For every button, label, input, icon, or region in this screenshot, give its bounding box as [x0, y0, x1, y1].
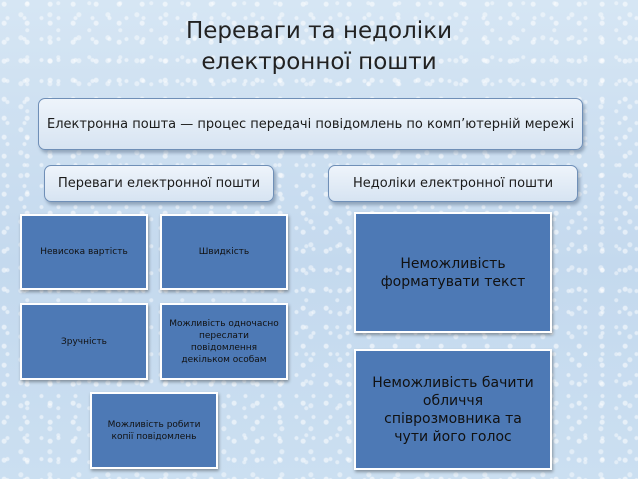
- advantage-mass-send: Можливість одночасно переслати повідомле…: [160, 303, 288, 380]
- advantages-header: Переваги електронної пошти: [44, 165, 274, 202]
- slide-title-line-1: Переваги та недоліки: [185, 18, 453, 44]
- advantage-text: Зручність: [60, 336, 107, 347]
- definition-box: Електронна пошта — процес передачі повід…: [38, 98, 583, 150]
- advantage-text: Можливість робити копії повідомлень: [107, 419, 201, 442]
- advantage-copies: Можливість робити копії повідомлень: [90, 392, 218, 469]
- disadvantages-header: Недоліки електронної пошти: [328, 165, 578, 202]
- disadvantage-no-formatting: Неможливість форматувати текст: [354, 212, 552, 333]
- disadvantages-header-text: Недоліки електронної пошти: [352, 176, 554, 191]
- definition-text: Електронна пошта — процес передачі повід…: [47, 116, 575, 132]
- advantage-speed: Швидкість: [160, 214, 288, 290]
- disadvantage-text: Неможливість бачити обличчя співрозмовни…: [372, 374, 534, 445]
- disadvantage-no-face-voice: Неможливість бачити обличчя співрозмовни…: [354, 349, 552, 470]
- slide-title-line-2: електронної пошти: [201, 49, 437, 75]
- advantages-header-text: Переваги електронної пошти: [57, 176, 261, 191]
- advantage-text: Швидкість: [198, 247, 250, 257]
- advantage-low-cost: Невисока вартість: [20, 214, 148, 290]
- disadvantage-text: Неможливість форматувати текст: [380, 255, 526, 290]
- advantage-text: Невисока вартість: [40, 247, 128, 257]
- slide-title: Переваги та недоліки електронної пошти: [0, 16, 638, 78]
- advantage-convenience: Зручність: [20, 303, 148, 380]
- advantage-text: Можливість одночасно переслати повідомле…: [169, 318, 279, 365]
